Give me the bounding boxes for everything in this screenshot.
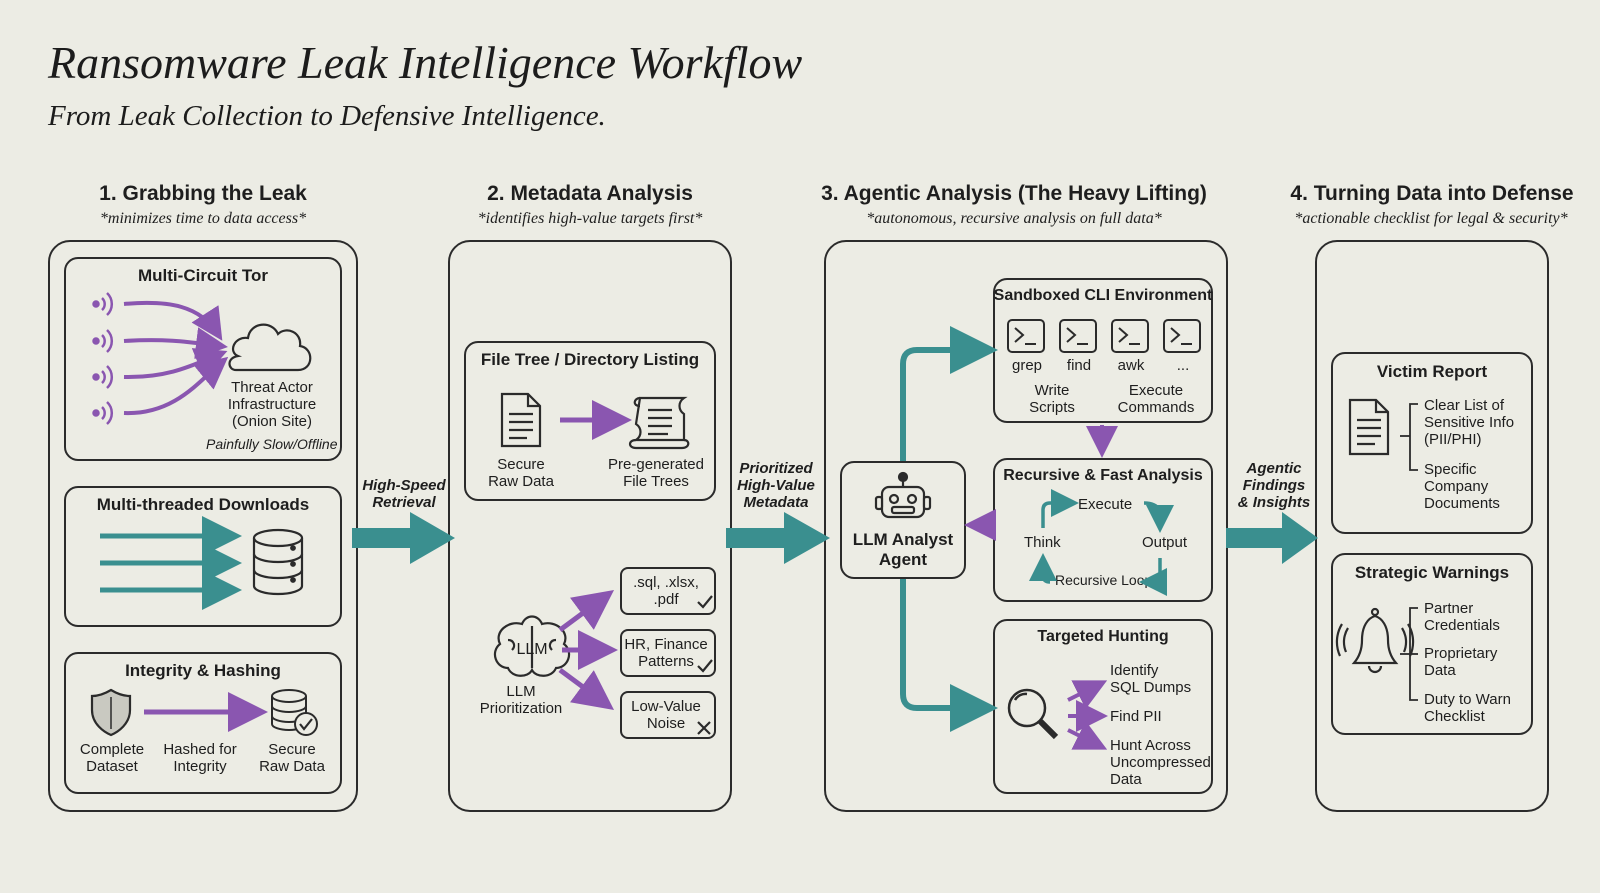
llm-output-noise bbox=[620, 691, 716, 739]
llm-prioritization-label: LLM Prioritization bbox=[479, 683, 563, 717]
tree-from-label: Secure Raw Data bbox=[488, 456, 554, 490]
cli-cmd-find: find bbox=[1066, 357, 1092, 374]
write-scripts-label: Write Scripts bbox=[1029, 382, 1075, 416]
tor-box bbox=[64, 257, 342, 461]
warning-duty-to-warn: Duty to Warn Checklist bbox=[1424, 691, 1511, 725]
cli-cmd-grep: grep bbox=[1011, 357, 1043, 374]
patterns-label: HR, Finance Patterns bbox=[624, 636, 708, 670]
victim-report-title: Victim Report bbox=[1376, 362, 1488, 381]
warning-partner-credentials: Partner Credentials bbox=[1424, 600, 1500, 634]
page-subtitle: From Leak Collection to Defensive Intell… bbox=[48, 100, 606, 132]
hashed-label: Hashed for Integrity bbox=[163, 741, 237, 775]
step-think: Think bbox=[1024, 534, 1061, 551]
noise-label: Low-Value Noise bbox=[631, 698, 701, 732]
connector-label-1: High-Speed Retrieval bbox=[362, 477, 446, 511]
section-2-title: 2. Metadata Analysis bbox=[487, 182, 693, 205]
section-4-title: 4. Turning Data into Defense bbox=[1290, 182, 1574, 205]
section-1-title: 1. Grabbing the Leak bbox=[99, 182, 307, 205]
section-2-note: *identifies high-value targets first* bbox=[477, 210, 703, 227]
tree-to-label: Pre-generated File Trees bbox=[608, 456, 704, 490]
cli-cmd-more: ... bbox=[1176, 357, 1190, 374]
section-3-title: 3. Agentic Analysis (The Heavy Lifting) bbox=[821, 182, 1207, 205]
step-output: Output bbox=[1142, 534, 1188, 551]
recursive-title: Recursive & Fast Analysis bbox=[1003, 467, 1203, 484]
section-1-note: *minimizes time to data access* bbox=[99, 210, 307, 227]
execute-commands-label: Execute Commands bbox=[1117, 382, 1195, 416]
hunt-find-pii: Find PII bbox=[1110, 708, 1162, 725]
hunting-title: Targeted Hunting bbox=[1037, 628, 1169, 645]
integrity-title: Integrity & Hashing bbox=[125, 661, 281, 680]
step-execute: Execute bbox=[1078, 496, 1133, 513]
page-title: Ransomware Leak Intelligence Workflow bbox=[48, 37, 803, 88]
cli-cmd-awk: awk bbox=[1117, 357, 1145, 374]
llm-analyst-agent-label: LLM Analyst Agent bbox=[852, 530, 954, 569]
tor-title: Multi-Circuit Tor bbox=[138, 266, 268, 285]
victim-item-documents: Specific Company Documents bbox=[1424, 461, 1500, 512]
section-4-note: *actionable checklist for legal & securi… bbox=[1294, 210, 1568, 227]
file-tree-title: File Tree / Directory Listing bbox=[480, 350, 700, 369]
victim-item-sensitive: Clear List of Sensitive Info (PII/PHI) bbox=[1424, 397, 1515, 448]
strategic-warnings-title: Strategic Warnings bbox=[1354, 563, 1510, 582]
complete-dataset-label: Complete Dataset bbox=[79, 741, 145, 775]
llm-output-patterns bbox=[620, 629, 716, 677]
section-3-note: *autonomous, recursive analysis on full … bbox=[866, 210, 1162, 227]
secure-raw-data-label: Secure Raw Data bbox=[259, 741, 325, 775]
connector-label-2: Prioritized High-Value Metadata bbox=[737, 460, 815, 511]
hunt-sql-dumps: Identify SQL Dumps bbox=[1110, 662, 1192, 696]
connector-label-3: Agentic Findings & Insights bbox=[1237, 460, 1311, 511]
threat-actor-label: Threat Actor Infrastructure (Onion Site) bbox=[227, 379, 317, 430]
hunt-uncompressed: Hunt Across Uncompressed Data bbox=[1110, 737, 1211, 788]
step-recursive-loop: Recursive Loop bbox=[1055, 572, 1153, 588]
tor-status: Painfully Slow/Offline bbox=[206, 436, 338, 452]
warning-proprietary-data: Proprietary Data bbox=[1424, 645, 1498, 679]
cli-title: Sandboxed CLI Environment bbox=[993, 287, 1213, 304]
downloads-title: Multi-threaded Downloads bbox=[96, 495, 310, 514]
file-types-label: .sql, .xlsx, .pdf bbox=[633, 574, 699, 608]
